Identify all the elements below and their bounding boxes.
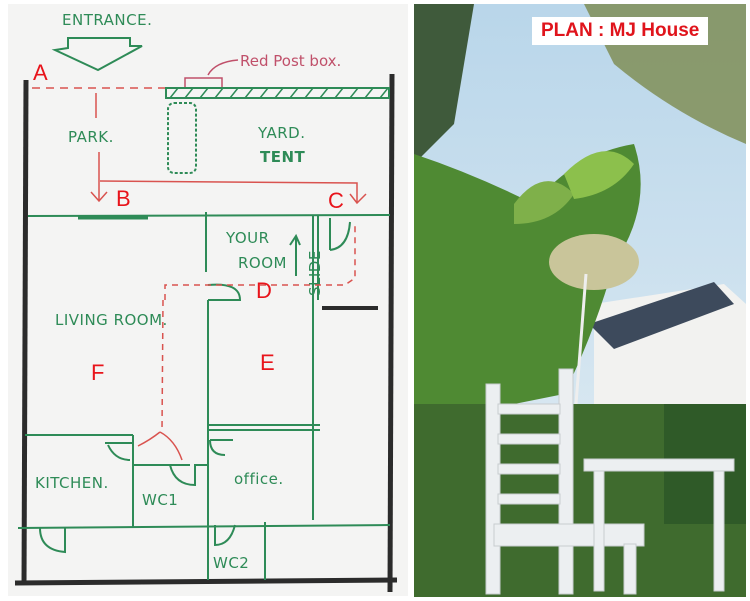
tent-shape bbox=[167, 102, 197, 174]
point-e: E bbox=[260, 350, 275, 375]
left-wall bbox=[21, 79, 29, 586]
slide-label: SLIDE bbox=[306, 250, 324, 296]
fence bbox=[165, 87, 390, 99]
your-room-label-2: ROOM bbox=[238, 254, 287, 272]
right-wall bbox=[387, 73, 395, 593]
post-box-label: Red Post box. bbox=[240, 52, 341, 70]
entrance-label: ENTRANCE. bbox=[62, 11, 152, 29]
yard-label: YARD. bbox=[257, 124, 306, 142]
wc2-label: WC2 bbox=[213, 554, 249, 572]
point-c: C bbox=[328, 188, 344, 213]
office-label: office. bbox=[234, 470, 284, 488]
umbrella bbox=[549, 234, 639, 290]
plan-title-badge: PLAN : MJ House bbox=[532, 17, 709, 45]
tent-label: TENT bbox=[260, 148, 306, 166]
kitchen-label: KITCHEN. bbox=[35, 474, 109, 492]
white-chair bbox=[485, 368, 735, 595]
wc1-label: WC1 bbox=[142, 491, 178, 509]
living-room-label: LIVING ROOM. bbox=[55, 311, 168, 329]
entrance-arrow-icon bbox=[51, 37, 143, 72]
garden-photo bbox=[414, 4, 746, 597]
your-room-label-1: YOUR bbox=[225, 229, 270, 247]
floor-plan-sketch: ENTRANCE. Red Post box. A PARK. YARD. TE… bbox=[8, 4, 408, 596]
point-a: A bbox=[33, 60, 48, 85]
park-label: PARK. bbox=[68, 128, 114, 146]
bottom-wall bbox=[14, 577, 398, 586]
point-d: D bbox=[256, 278, 272, 303]
point-b: B bbox=[116, 186, 131, 211]
point-f: F bbox=[91, 360, 104, 385]
